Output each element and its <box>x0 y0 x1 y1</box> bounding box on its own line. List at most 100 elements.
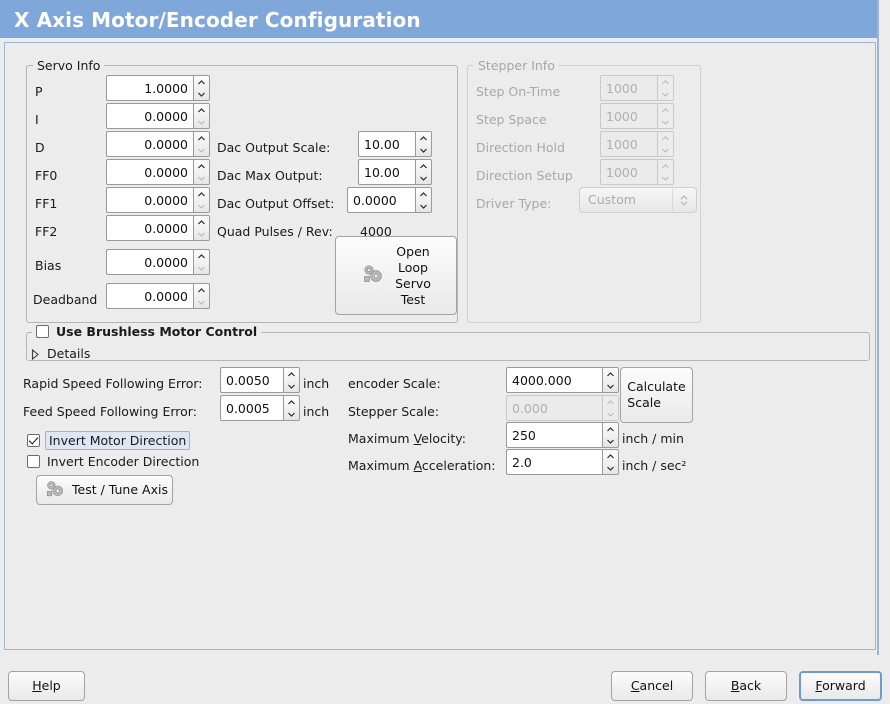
spin-up-icon[interactable] <box>194 132 209 144</box>
dac-output-scale-value[interactable]: 10.00 <box>358 131 415 157</box>
spin-up-icon[interactable] <box>416 160 431 172</box>
servo-spin-ff0[interactable]: 0.0000 <box>106 159 210 185</box>
cancel-button[interactable]: Cancel <box>611 671 693 701</box>
maximum-acceleration-spin[interactable]: 2.0 <box>506 449 619 475</box>
spin-down-icon[interactable] <box>194 296 209 308</box>
spin-down-icon[interactable] <box>603 462 618 474</box>
stepper-spin-step-space-buttons[interactable] <box>657 103 674 129</box>
spin-down-icon[interactable] <box>194 172 209 184</box>
details-expander[interactable]: Details <box>31 346 90 361</box>
help-button[interactable]: Help <box>8 671 85 701</box>
stepper-value-direction-setup[interactable]: 1000 <box>600 159 657 185</box>
stepper-spin-direction-hold[interactable]: 1000 <box>600 131 674 157</box>
rapid-speed-following-error-spin[interactable]: 0.0050 <box>220 367 300 393</box>
dac-output-scale-spin[interactable]: 10.00 <box>358 131 432 157</box>
stepper-spin-direction-setup[interactable]: 1000 <box>600 159 674 185</box>
servo-value-ff2[interactable]: 0.0000 <box>106 215 193 241</box>
spin-down-icon[interactable] <box>194 88 209 100</box>
servo-value-ff0[interactable]: 0.0000 <box>106 159 193 185</box>
stepper-spin-step-on-time[interactable]: 1000 <box>600 75 674 101</box>
spin-up-icon[interactable] <box>603 450 618 462</box>
forward-button[interactable]: Forward <box>799 671 882 701</box>
servo-spin-d[interactable]: 0.0000 <box>106 131 210 157</box>
spin-up-icon[interactable] <box>603 396 618 408</box>
dac-output-offset-spin[interactable]: 0.0000 <box>347 187 432 213</box>
stepper-value-direction-hold[interactable]: 1000 <box>600 131 657 157</box>
servo-spin-i[interactable]: 0.0000 <box>106 103 210 129</box>
spin-down-icon[interactable] <box>603 380 618 392</box>
stepper-scale-value[interactable]: 0.000 <box>506 395 602 421</box>
spin-up-icon[interactable] <box>284 396 299 408</box>
dac-max-output-spin[interactable]: 10.00 <box>358 159 432 185</box>
spin-down-icon[interactable] <box>416 172 431 184</box>
stepper-scale-buttons[interactable] <box>602 395 619 421</box>
dac-output-offset-buttons[interactable] <box>415 187 432 213</box>
stepper-spin-step-on-time-buttons[interactable] <box>657 75 674 101</box>
spin-down-icon[interactable] <box>194 262 209 274</box>
spin-up-icon[interactable] <box>603 368 618 380</box>
open-loop-servo-test-button[interactable]: Open Loop Servo Test <box>335 236 457 315</box>
driver-type-combobox[interactable]: Custom <box>579 187 697 213</box>
stepper-scale-spin[interactable]: 0.000 <box>506 395 619 421</box>
servo-spin-i-buttons[interactable] <box>193 103 210 129</box>
servo-spin-deadband-buttons[interactable] <box>193 283 210 309</box>
spin-up-icon[interactable] <box>658 104 673 116</box>
spin-up-icon[interactable] <box>603 423 618 435</box>
back-button[interactable]: Back <box>705 671 787 701</box>
use-brushless-motor-control-checkbox[interactable]: Use Brushless Motor Control <box>32 324 261 339</box>
test-tune-axis-button[interactable]: Test / Tune Axis <box>36 475 173 505</box>
spin-down-icon[interactable] <box>658 172 673 184</box>
servo-spin-deadband[interactable]: 0.0000 <box>106 283 210 309</box>
spin-up-icon[interactable] <box>416 188 431 200</box>
spin-up-icon[interactable] <box>658 160 673 172</box>
spin-down-icon[interactable] <box>416 200 431 212</box>
servo-spin-p[interactable]: 1.0000 <box>106 75 210 101</box>
spin-down-icon[interactable] <box>284 408 299 420</box>
spin-down-icon[interactable] <box>194 144 209 156</box>
feed-spin-buttons[interactable] <box>283 395 300 421</box>
maximum-acceleration-buttons[interactable] <box>602 449 619 475</box>
spin-up-icon[interactable] <box>194 76 209 88</box>
servo-spin-bias-buttons[interactable] <box>193 249 210 275</box>
encoder-scale-spin[interactable]: 4000.000 <box>506 367 619 393</box>
servo-spin-p-buttons[interactable] <box>193 75 210 101</box>
spin-down-icon[interactable] <box>416 144 431 156</box>
servo-value-bias[interactable]: 0.0000 <box>106 249 193 275</box>
spin-up-icon[interactable] <box>194 284 209 296</box>
servo-spin-ff1[interactable]: 0.0000 <box>106 187 210 213</box>
rapid-spin-buttons[interactable] <box>283 367 300 393</box>
servo-spin-ff1-buttons[interactable] <box>193 187 210 213</box>
spin-down-icon[interactable] <box>658 144 673 156</box>
servo-value-i[interactable]: 0.0000 <box>106 103 193 129</box>
maximum-velocity-buttons[interactable] <box>602 422 619 448</box>
servo-spin-d-buttons[interactable] <box>193 131 210 157</box>
servo-value-deadband[interactable]: 0.0000 <box>106 283 193 309</box>
spin-down-icon[interactable] <box>194 116 209 128</box>
dac-output-scale-buttons[interactable] <box>415 131 432 157</box>
dac-output-offset-value[interactable]: 0.0000 <box>347 187 415 213</box>
spin-down-icon[interactable] <box>284 380 299 392</box>
invert-encoder-checkbox-box[interactable] <box>27 455 40 468</box>
stepper-spin-step-space[interactable]: 1000 <box>600 103 674 129</box>
spin-up-icon[interactable] <box>194 250 209 262</box>
feed-speed-following-error-value[interactable]: 0.0005 <box>220 395 283 421</box>
stepper-value-step-on-time[interactable]: 1000 <box>600 75 657 101</box>
spin-down-icon[interactable] <box>194 228 209 240</box>
spin-down-icon[interactable] <box>658 88 673 100</box>
invert-motor-direction-checkbox[interactable]: Invert Motor Direction <box>27 431 190 450</box>
stepper-value-step-space[interactable]: 1000 <box>600 103 657 129</box>
spin-down-icon[interactable] <box>194 200 209 212</box>
maximum-acceleration-value[interactable]: 2.0 <box>506 449 602 475</box>
servo-value-p[interactable]: 1.0000 <box>106 75 193 101</box>
spin-down-icon[interactable] <box>603 435 618 447</box>
encoder-scale-value[interactable]: 4000.000 <box>506 367 602 393</box>
spin-up-icon[interactable] <box>658 76 673 88</box>
invert-encoder-direction-checkbox[interactable]: Invert Encoder Direction <box>27 454 199 469</box>
servo-spin-ff2[interactable]: 0.0000 <box>106 215 210 241</box>
spin-up-icon[interactable] <box>416 132 431 144</box>
brushless-checkbox-box[interactable] <box>36 325 49 338</box>
invert-motor-checkbox-box[interactable] <box>27 434 40 447</box>
dac-max-output-value[interactable]: 10.00 <box>358 159 415 185</box>
stepper-spin-direction-hold-buttons[interactable] <box>657 131 674 157</box>
rapid-speed-following-error-value[interactable]: 0.0050 <box>220 367 283 393</box>
